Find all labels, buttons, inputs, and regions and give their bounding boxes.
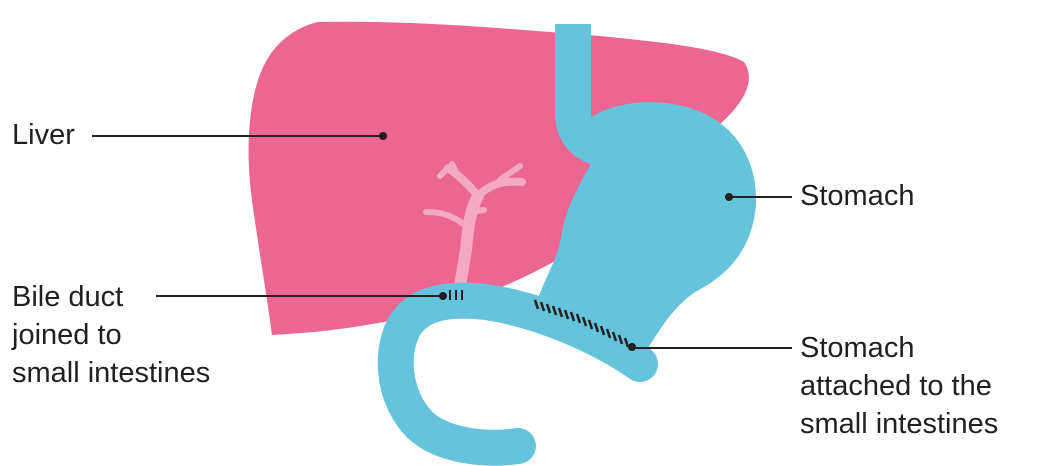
- small-intestine: [396, 301, 640, 448]
- leader-stomach-attached: [628, 343, 792, 351]
- stomach-attached-label-line-3: small intestines: [800, 405, 998, 443]
- stomach-attached-label: Stomach attached to the small intestines: [800, 329, 998, 443]
- liver-label-text: Liver: [12, 116, 75, 154]
- bile-duct-label-line-3: small intestines: [12, 354, 210, 392]
- stomach-label-text: Stomach: [800, 177, 914, 215]
- stomach-attached-label-line-1: Stomach: [800, 329, 998, 367]
- stomach-label: Stomach: [800, 177, 914, 215]
- bile-duct-label-line-1: Bile duct: [12, 278, 210, 316]
- liver-label: Liver: [12, 116, 75, 154]
- bile-duct-label: Bile duct joined to small intestines: [12, 278, 210, 392]
- bile-duct-label-line-2: joined to: [12, 316, 210, 354]
- stomach-attached-label-line-2: attached to the: [800, 367, 998, 405]
